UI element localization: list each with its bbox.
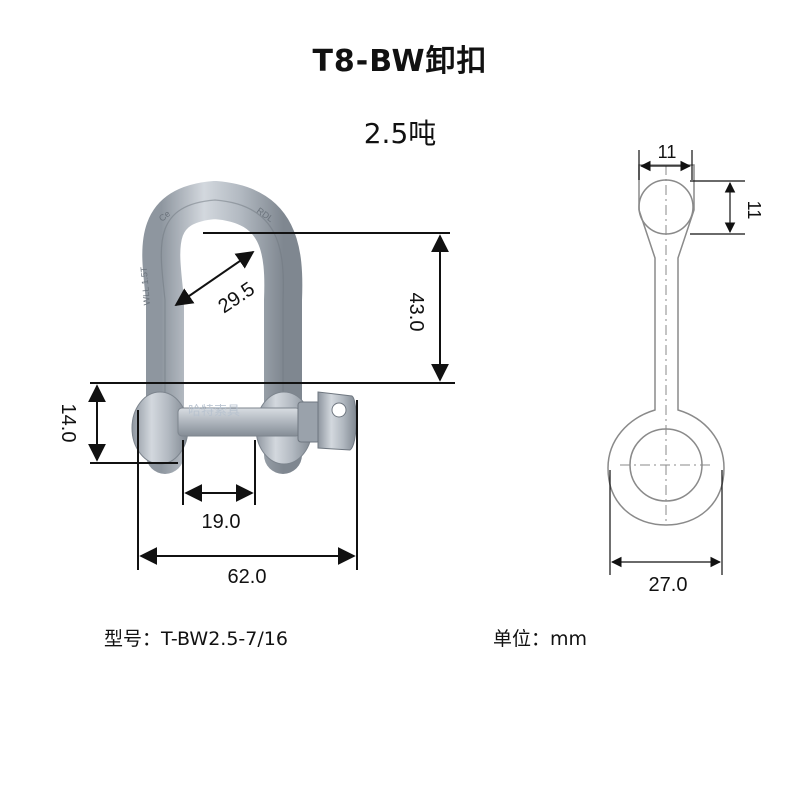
capacity-label: 2.5吨 (363, 117, 437, 150)
side-view (607, 164, 725, 526)
dim-label-19: 19.0 (202, 511, 241, 533)
watermark-text: 哈特索具 (188, 404, 240, 419)
dim-label-29: 29.5 (214, 278, 259, 318)
shackle-pin-thread (297, 401, 321, 443)
model-label: 型号： (104, 628, 162, 650)
stamp-wll: WLL 1.5T (139, 266, 152, 306)
shackle-pin-head (317, 391, 357, 451)
dim-label-43: 43.0 (405, 293, 427, 332)
side-shank (607, 164, 725, 526)
model-info: 型号：T-BW2.5-7/16 (104, 624, 288, 651)
shackle-body: WLL 1.5T Ce RDL (131, 180, 357, 474)
model-value: T-BW2.5-7/16 (161, 628, 288, 650)
dim-label-62: 62.0 (228, 566, 267, 588)
unit-value: mm (550, 628, 588, 650)
shackle-pin-hole (331, 402, 347, 418)
dim-label-27: 27.0 (649, 574, 688, 596)
side-dimensions (609, 150, 745, 575)
dim-label-11-width: 11 (658, 142, 677, 162)
page-title: T8-BW卸扣 (312, 44, 488, 79)
unit-info: 单位：mm (493, 624, 587, 651)
dim-label-11-height: 11 (744, 201, 764, 220)
unit-label: 单位： (493, 628, 551, 650)
dim-29-arrow (174, 250, 255, 307)
front-dimensions (88, 232, 455, 570)
dim-label-14: 14.0 (57, 404, 79, 443)
